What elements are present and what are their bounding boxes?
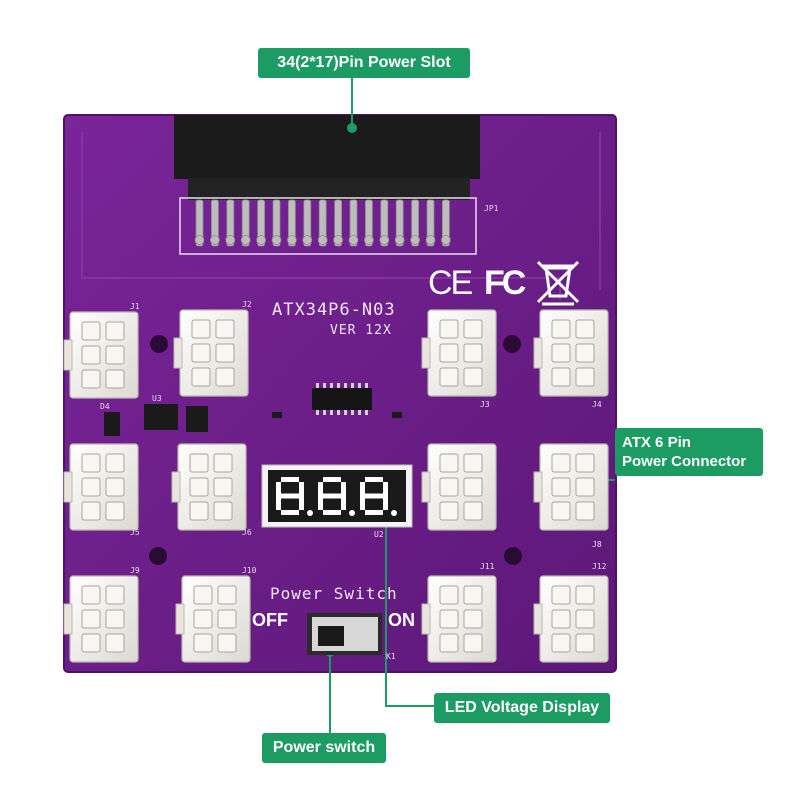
mounting-holes <box>149 335 522 565</box>
board-switch-title: Power Switch <box>270 584 398 603</box>
ref-j6: J6 <box>242 528 252 537</box>
fc-mark: FC <box>484 264 526 302</box>
board-model-text: ATX34P6-N03 <box>272 300 396 320</box>
ref-j8: J8 <box>592 540 602 549</box>
atx-6pin-connector <box>421 575 497 663</box>
atx-6pin-connector <box>63 311 139 399</box>
atx-6pin-connectors <box>63 309 609 663</box>
atx-6pin-connector <box>533 575 609 663</box>
callout-power-slot: 34(2*17)Pin Power Slot <box>258 48 470 78</box>
ref-j12: J12 <box>592 562 607 571</box>
board-version-text: VER 12X <box>330 323 392 338</box>
ref-d4: D4 <box>100 402 110 411</box>
power-slot-34pin <box>174 115 480 255</box>
crossed-bin-icon <box>536 260 580 306</box>
callout-atx-line2: Power Connector <box>622 453 747 470</box>
ref-j2: J2 <box>242 300 252 309</box>
ref-j4: J4 <box>592 400 602 409</box>
ref-u3: U3 <box>152 394 162 403</box>
callout-atx-line1: ATX 6 Pin <box>622 434 691 451</box>
callout-led-display: LED Voltage Display <box>434 693 610 723</box>
ref-k1: K1 <box>386 652 396 661</box>
smd-components <box>104 404 402 436</box>
led-voltage-display <box>261 464 413 528</box>
callout-power-switch: Power switch <box>262 733 386 763</box>
pcb-trace <box>81 132 601 300</box>
ref-j5: J5 <box>130 528 140 537</box>
ref-j1: J1 <box>130 302 140 311</box>
callout-atx-connector: ATX 6 Pin Power Connector <box>615 428 763 476</box>
atx-6pin-connector <box>533 309 609 397</box>
atx-6pin-connector <box>421 443 497 531</box>
ce-mark: CE <box>428 264 473 302</box>
ref-j3: J3 <box>480 400 490 409</box>
atx-6pin-connector <box>171 443 247 531</box>
ic-chip <box>312 383 372 415</box>
board-off-label: OFF <box>252 610 288 630</box>
ref-jp1: JP1 <box>484 204 499 213</box>
ref-j10: J10 <box>242 566 257 575</box>
ref-u2: U2 <box>374 530 384 539</box>
atx-6pin-connector <box>173 309 249 397</box>
board-on-label: ON <box>388 610 415 630</box>
ref-j11: J11 <box>480 562 495 571</box>
ref-j9: J9 <box>130 566 140 575</box>
atx-6pin-connector <box>63 443 139 531</box>
power-switch <box>307 613 382 655</box>
atx-6pin-connector <box>533 443 609 531</box>
atx-6pin-connector <box>63 575 139 663</box>
atx-6pin-connector <box>175 575 251 663</box>
atx-6pin-connector <box>421 309 497 397</box>
